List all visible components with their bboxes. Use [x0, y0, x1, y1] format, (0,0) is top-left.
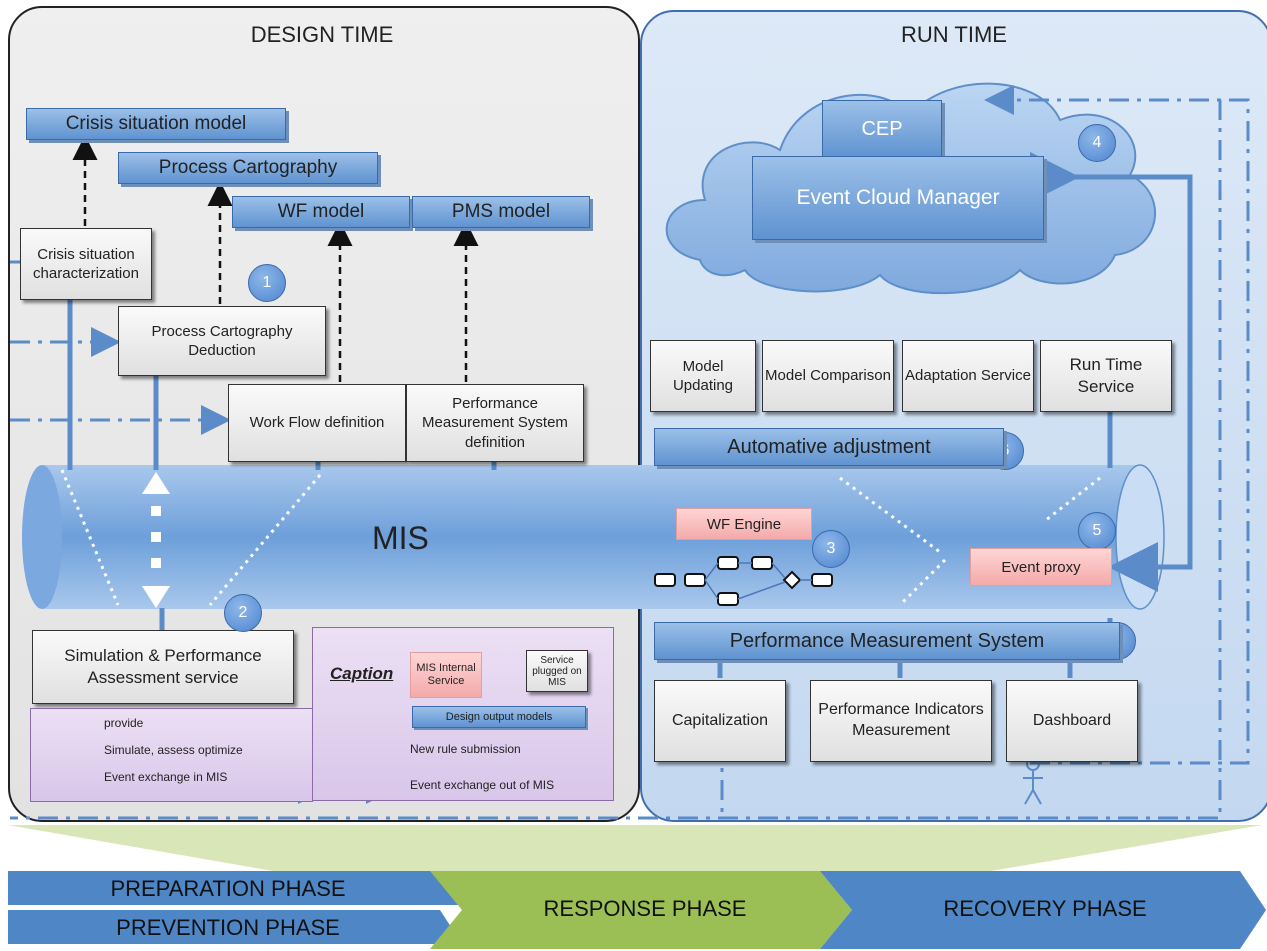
- run-time-title: RUN TIME: [901, 22, 1007, 47]
- capitalization: Capitalization: [654, 680, 786, 762]
- pms-definition: Performance Measurement System definitio…: [406, 384, 584, 462]
- response-phase: RESPONSE PHASE: [543, 896, 747, 921]
- model-updating: Model Updating: [650, 340, 756, 412]
- pms-model: PMS model: [412, 196, 590, 228]
- recovery-phase: RECOVERY PHASE: [943, 896, 1147, 921]
- event-exchange-out-line: [1030, 152, 1193, 592]
- crisis-situation-characterization: Crisis situation characterization: [20, 228, 152, 300]
- user-icon: [1023, 757, 1043, 805]
- caption-title: Caption: [330, 664, 394, 683]
- crisis-situation-model: Crisis situation model: [26, 108, 286, 140]
- response-phase-wedge: [8, 825, 1262, 900]
- mis-label: MIS: [372, 520, 429, 556]
- event-proxy: Event proxy: [970, 548, 1112, 586]
- step-3-badge: 3: [812, 530, 850, 568]
- legend-new-rule: New rule submission: [410, 742, 521, 756]
- prevention-phase: PREVENTION PHASE: [116, 915, 340, 940]
- workflow-mini-diagram: [654, 556, 833, 606]
- step-2-badge: 2: [224, 594, 262, 632]
- cep-box: CEP: [822, 100, 942, 158]
- simulate-arrowhead-up: [142, 472, 170, 494]
- workflow-definition: Work Flow definition: [228, 384, 406, 462]
- recovery-arrow: [820, 871, 1266, 949]
- caption-plugged-service: Service plugged on MIS: [526, 650, 588, 692]
- step-5-badge: 5: [1078, 512, 1116, 550]
- mis-cylinder-left-cap: [22, 465, 62, 609]
- legend-left-area: [30, 708, 313, 802]
- model-comparison: Model Comparison: [762, 340, 894, 412]
- run-time-service: Run Time Service: [1040, 340, 1172, 412]
- step-1-badge: 1: [248, 264, 286, 302]
- prevention-arrow: [8, 910, 462, 944]
- mis-cylinder-body: [42, 465, 1140, 609]
- wf-model: WF model: [232, 196, 410, 228]
- mis-cylinder-right-cap: [1115, 464, 1165, 610]
- preparation-arrow: [8, 871, 462, 905]
- legend-provide: provide: [104, 716, 144, 730]
- performance-measurement-system: Performance Measurement System: [654, 622, 1120, 660]
- legend-event-out: Event exchange out of MIS: [410, 778, 555, 792]
- simulate-arrowhead-down: [142, 586, 170, 608]
- simulation-assessment-service: Simulation & Performance Assessment serv…: [32, 630, 294, 704]
- automative-adjustment: Automative adjustment: [654, 428, 1004, 466]
- dashboard: Dashboard: [1006, 680, 1138, 762]
- event-cloud-manager: Event Cloud Manager: [752, 156, 1044, 240]
- preparation-phase: PREPARATION PHASE: [110, 876, 346, 901]
- response-arrow: [430, 871, 852, 949]
- step-4-badge: 4: [1078, 124, 1116, 162]
- caption-internal-service: MIS Internal Service: [410, 652, 482, 698]
- caption-design-output: Design output models: [412, 706, 586, 728]
- adaptation-service: Adaptation Service: [902, 340, 1034, 412]
- wf-engine: WF Engine: [676, 508, 812, 540]
- legend-simulate: Simulate, assess optimize: [104, 743, 243, 757]
- process-cartography-deduction: Process Cartography Deduction: [118, 306, 326, 376]
- performance-indicators-measurement: Performance Indicators Measurement: [810, 680, 992, 762]
- legend-event-in: Event exchange in MIS: [104, 770, 228, 784]
- process-cartography-model: Process Cartography: [118, 152, 378, 184]
- design-time-title: DESIGN TIME: [250, 22, 394, 47]
